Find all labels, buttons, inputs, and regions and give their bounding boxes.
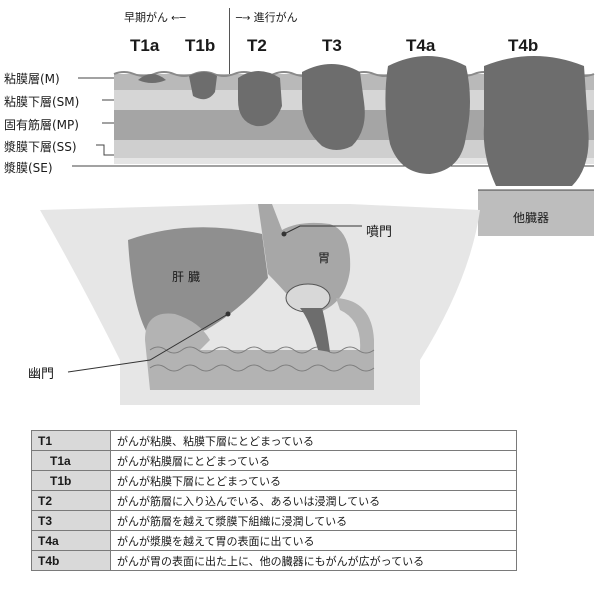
table-row: T3 がんが筋層を越えて漿膜下組織に浸潤している <box>31 510 517 531</box>
row-description: がんが筋層を越えて漿膜下組織に浸潤している <box>110 510 517 531</box>
stage-label-t3: T3 <box>322 36 342 55</box>
stomach-tumor <box>300 308 330 352</box>
tumor-t2 <box>238 71 282 127</box>
stomach-label: 胃 <box>318 251 331 265</box>
layer-label-serosa: 漿膜(SE) <box>4 161 53 175</box>
advanced-cancer-label: ─→ 進行がん <box>236 11 298 24</box>
row-code: T2 <box>31 490 111 511</box>
tumor-t1a <box>138 74 166 83</box>
row-description: がんが筋層に入り込んでいる、あるいは浸潤している <box>110 490 517 511</box>
tumor-t4b <box>483 56 589 186</box>
row-code: T1b <box>31 470 111 491</box>
liver-label: 肝臓 <box>172 270 205 284</box>
row-code: T1a <box>31 450 111 471</box>
serosa-band <box>114 158 594 164</box>
row-description: がんが粘膜層にとどまっている <box>110 450 517 471</box>
subserosa-band <box>114 140 594 158</box>
row-code: T1 <box>31 430 111 451</box>
table-row: T4b がんが胃の表面に出た上に、他の臓器にもがんが広がっている <box>31 550 517 571</box>
row-description: がんが粘膜、粘膜下層にとどまっている <box>110 430 517 451</box>
table-row: T1a がんが粘膜層にとどまっている <box>31 450 517 471</box>
layer-label-mucosa: 粘膜層(M) <box>4 72 60 86</box>
liver-shape <box>128 227 268 339</box>
stage-label-t1b: T1b <box>185 36 216 55</box>
stage-label-t2: T2 <box>247 36 267 55</box>
other-organ-box <box>478 190 594 236</box>
row-code: T3 <box>31 510 111 531</box>
tumor-t3 <box>302 64 365 150</box>
table-row: T4a がんが漿膜を越えて胃の表面に出ている <box>31 530 517 551</box>
row-code: T4b <box>31 550 111 571</box>
cardia-label: 噴門 <box>366 225 393 240</box>
stage-label-t4b: T4b <box>508 36 539 55</box>
row-code: T4a <box>31 530 111 551</box>
wall-layers-diagram <box>72 56 595 236</box>
layer-label-subserosa: 漿膜下層(SS) <box>4 140 77 154</box>
stomach-shape <box>258 204 351 313</box>
table-row: T1 がんが粘膜、粘膜下層にとどまっている <box>31 430 517 451</box>
early-cancer-label: 早期がん ←─ <box>124 11 186 24</box>
stage-label-t1a: T1a <box>130 36 160 55</box>
other-organ-label: 他臓器 <box>513 211 550 225</box>
row-description: がんが漿膜を越えて胃の表面に出ている <box>110 530 517 551</box>
intestine-shape <box>145 298 374 390</box>
row-description: がんが胃の表面に出た上に、他の臓器にもがんが広がっている <box>110 550 517 571</box>
tumor-t1b <box>189 72 217 100</box>
layer-label-submucosa: 粘膜下層(SM) <box>4 95 80 109</box>
tumor-t4a <box>385 56 470 174</box>
staging-table: T1 がんが粘膜、粘膜下層にとどまっている T1a がんが粘膜層にとどまっている… <box>31 430 517 571</box>
stage-label-t4a: T4a <box>406 36 436 55</box>
table-row: T2 がんが筋層に入り込んでいる、あるいは浸潤している <box>31 490 517 511</box>
pylorus-label: 幽門 <box>28 367 55 382</box>
table-row: T1b がんが粘膜下層にとどまっている <box>31 470 517 491</box>
layer-label-muscularis: 固有筋層(MP) <box>4 118 79 132</box>
anatomy-illustration <box>40 204 480 405</box>
row-description: がんが粘膜下層にとどまっている <box>110 470 517 491</box>
